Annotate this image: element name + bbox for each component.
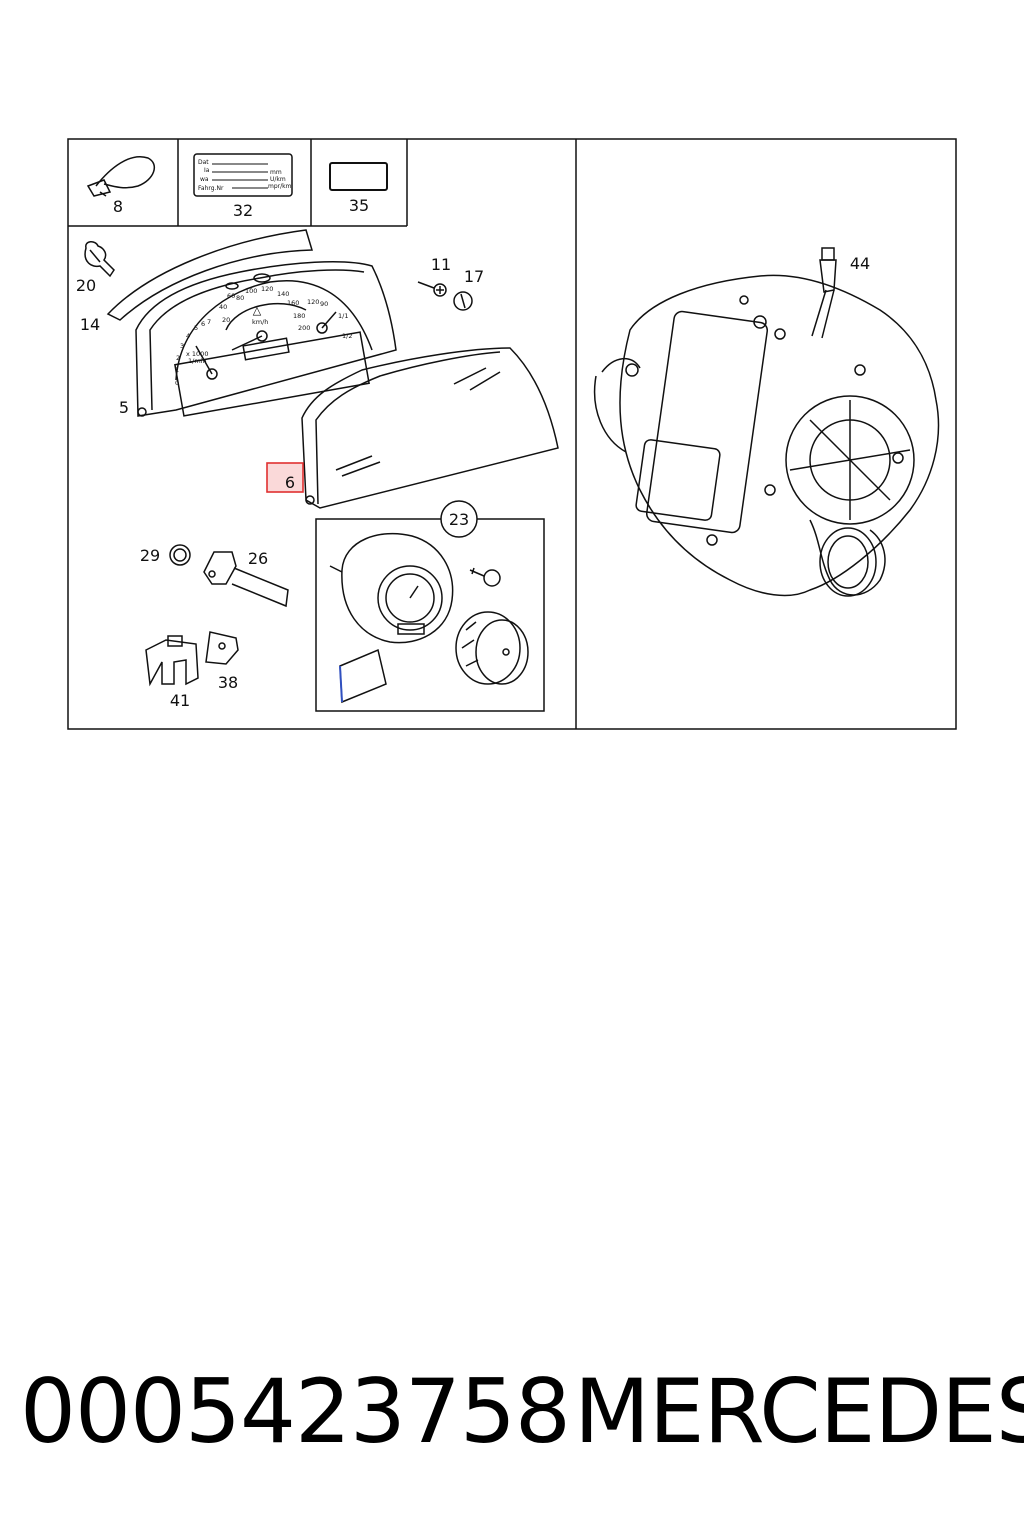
fuel-tick-1-1: 1/1 xyxy=(338,312,348,320)
callout-35: 35 xyxy=(349,196,369,215)
trim-strip-part xyxy=(106,229,313,321)
kit-box xyxy=(315,518,545,712)
label-card-line3: wa xyxy=(200,176,209,183)
callout-11: 11 xyxy=(431,255,451,274)
rpm-unit-1: x 1000 xyxy=(186,350,208,358)
part-number: 0005423758 xyxy=(20,1360,571,1463)
callout-44: 44 xyxy=(850,254,870,273)
callout-38: 38 xyxy=(218,673,238,692)
drum-part xyxy=(455,611,529,685)
brand-name: MERCEDES xyxy=(574,1360,1024,1463)
label-card-unit2: U/km xyxy=(270,176,286,183)
speed-tick-100: 100 xyxy=(245,287,257,295)
clip-part xyxy=(205,631,239,665)
instrument-cluster-part xyxy=(135,261,397,417)
bracket-part xyxy=(203,551,289,608)
callout-17: 17 xyxy=(464,267,484,286)
gearbox-part xyxy=(593,247,940,597)
rpm-tick-2: 2 xyxy=(176,354,180,362)
fuel-tick-1-2: 1/2 xyxy=(342,332,352,340)
speed-tick-20: 20 xyxy=(222,316,230,324)
cluster-glass-part xyxy=(301,347,559,509)
rpm-tick-7: 7 xyxy=(207,318,211,326)
speed-tick-140: 140 xyxy=(277,290,289,298)
key-part xyxy=(469,567,501,587)
label-card-unit1: mm xyxy=(270,169,282,176)
label-card-unit3: mpr/km xyxy=(268,183,292,190)
callout-32: 32 xyxy=(233,201,253,220)
callout-14: 14 xyxy=(80,315,100,334)
rpm-tick-1: 1 xyxy=(175,366,179,374)
rpm-tick-4: 4 xyxy=(186,332,190,340)
callout-6: 6 xyxy=(285,473,295,492)
highlight-box[interactable] xyxy=(266,462,304,493)
speed-tick-80: 80 xyxy=(236,294,244,302)
label-card-part xyxy=(193,153,293,197)
cap-part xyxy=(453,291,473,311)
callout-26: 26 xyxy=(248,549,268,568)
knob-part xyxy=(169,544,191,566)
callout-41: 41 xyxy=(170,691,190,710)
cable-tie-part xyxy=(86,156,156,197)
callout-23: 23 xyxy=(449,510,469,529)
label-card-line2: Ia xyxy=(204,167,210,174)
connector-part xyxy=(145,635,199,687)
speed-tick-40: 40 xyxy=(219,303,227,311)
manual-booklet-part xyxy=(339,648,387,704)
rpm-tick-6: 6 xyxy=(201,320,205,328)
diagram-frame xyxy=(67,138,957,730)
bulb-part xyxy=(84,241,115,278)
screw-part xyxy=(417,281,447,297)
tachograph-part xyxy=(329,532,454,644)
speed-tick-120: 120 xyxy=(261,285,273,293)
fuel-tick-120: 120 xyxy=(307,298,319,306)
rpm-tick-5: 5 xyxy=(194,324,198,332)
rpm-tick-0: 0 xyxy=(175,379,179,387)
rpm-unit-2: 1/min xyxy=(188,357,207,365)
callout-5: 5 xyxy=(119,398,129,417)
callout-29: 29 xyxy=(140,546,160,565)
speed-unit: km/h xyxy=(252,318,268,326)
speed-tick-60: 60 xyxy=(227,292,235,300)
speed-tick-200: 200 xyxy=(298,324,310,332)
rpm-tick-3: 3 xyxy=(180,342,184,350)
label-card-line4: Fahrg.Nr xyxy=(198,185,224,192)
speed-tick-160: 160 xyxy=(287,299,299,307)
warning-triangle-icon: △ xyxy=(253,304,262,317)
callout-8: 8 xyxy=(113,197,123,216)
callout-20: 20 xyxy=(76,276,96,295)
callout-23-circle xyxy=(440,500,478,538)
blank-plate-part xyxy=(329,162,388,191)
speed-tick-180: 180 xyxy=(293,312,305,320)
fuel-tick-90: 90 xyxy=(320,300,328,308)
label-card-line1: Dat xyxy=(198,159,209,166)
